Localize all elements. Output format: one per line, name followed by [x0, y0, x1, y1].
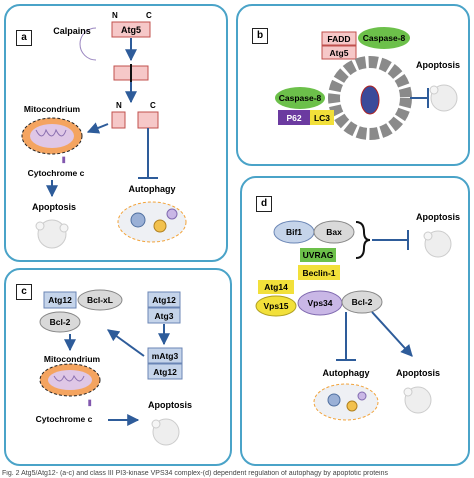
panel-d — [240, 176, 470, 466]
panel-c — [4, 268, 232, 466]
panel-d-label: d — [256, 196, 272, 212]
panel-a-label: a — [16, 30, 32, 46]
panel-a — [4, 4, 228, 262]
panel-b-label: b — [252, 28, 268, 44]
figure-caption: Fig. 2 Atg5/Atg12- (a-c) and class III P… — [2, 470, 389, 477]
panel-c-label: c — [16, 284, 32, 300]
panel-b — [236, 4, 470, 166]
